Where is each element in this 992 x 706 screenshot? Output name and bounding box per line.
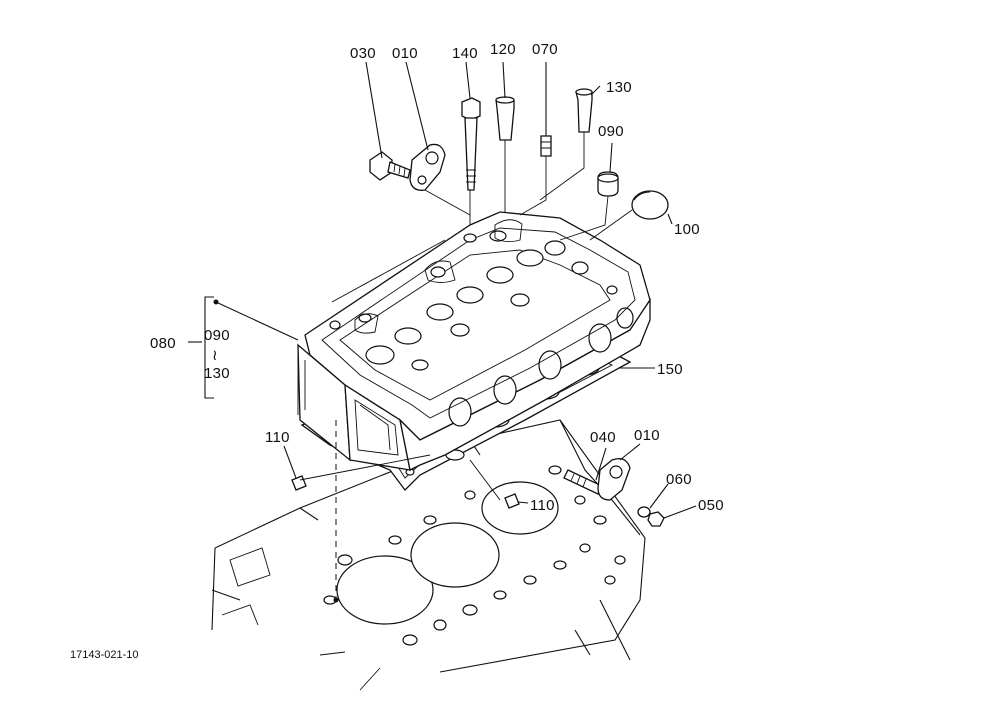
stud-140 bbox=[461, 97, 481, 191]
label-130-group: 130 bbox=[204, 365, 230, 382]
callout-labels: 030 010 140 120 070 130 090 100 080 090 … bbox=[150, 41, 724, 514]
valve-guide-130 bbox=[575, 88, 593, 133]
label-150: 150 bbox=[657, 361, 683, 378]
label-010-top: 010 bbox=[392, 45, 418, 62]
bolt-030 bbox=[369, 151, 411, 181]
cylinder-head bbox=[297, 211, 651, 471]
label-040: 040 bbox=[590, 429, 616, 446]
hanger-010-top bbox=[409, 143, 446, 191]
cylinder-bore bbox=[336, 555, 434, 625]
stud-070 bbox=[540, 135, 552, 157]
label-060: 060 bbox=[666, 471, 692, 488]
label-010-right: 010 bbox=[634, 427, 660, 444]
label-050: 050 bbox=[698, 497, 724, 514]
figure-code: 17143-021-10 bbox=[70, 649, 139, 661]
leader-lines bbox=[188, 61, 697, 519]
plug-100 bbox=[631, 190, 669, 220]
label-070: 070 bbox=[532, 41, 558, 58]
valve-guide-120 bbox=[495, 96, 515, 141]
label-090-group: 090 bbox=[204, 327, 230, 344]
label-110-right: 110 bbox=[530, 497, 555, 514]
label-range-mark: ≀ bbox=[212, 347, 218, 364]
cylinder-bore bbox=[410, 522, 500, 588]
label-030: 030 bbox=[350, 45, 376, 62]
label-080: 080 bbox=[150, 335, 176, 352]
label-090: 090 bbox=[598, 123, 624, 140]
stud-040 bbox=[563, 469, 603, 495]
label-120: 120 bbox=[490, 41, 516, 58]
cylinder-bore bbox=[481, 481, 559, 535]
engine-block bbox=[211, 419, 646, 691]
label-110-left: 110 bbox=[265, 429, 290, 446]
label-130: 130 bbox=[606, 79, 632, 96]
washer-060 bbox=[637, 506, 651, 518]
label-100: 100 bbox=[674, 221, 700, 238]
plug-110-left bbox=[291, 475, 307, 491]
hanger-010-right bbox=[597, 457, 631, 501]
label-140: 140 bbox=[452, 45, 478, 62]
nut-050 bbox=[647, 511, 665, 527]
plug-110-right bbox=[504, 493, 520, 509]
seal-090 bbox=[597, 171, 619, 197]
